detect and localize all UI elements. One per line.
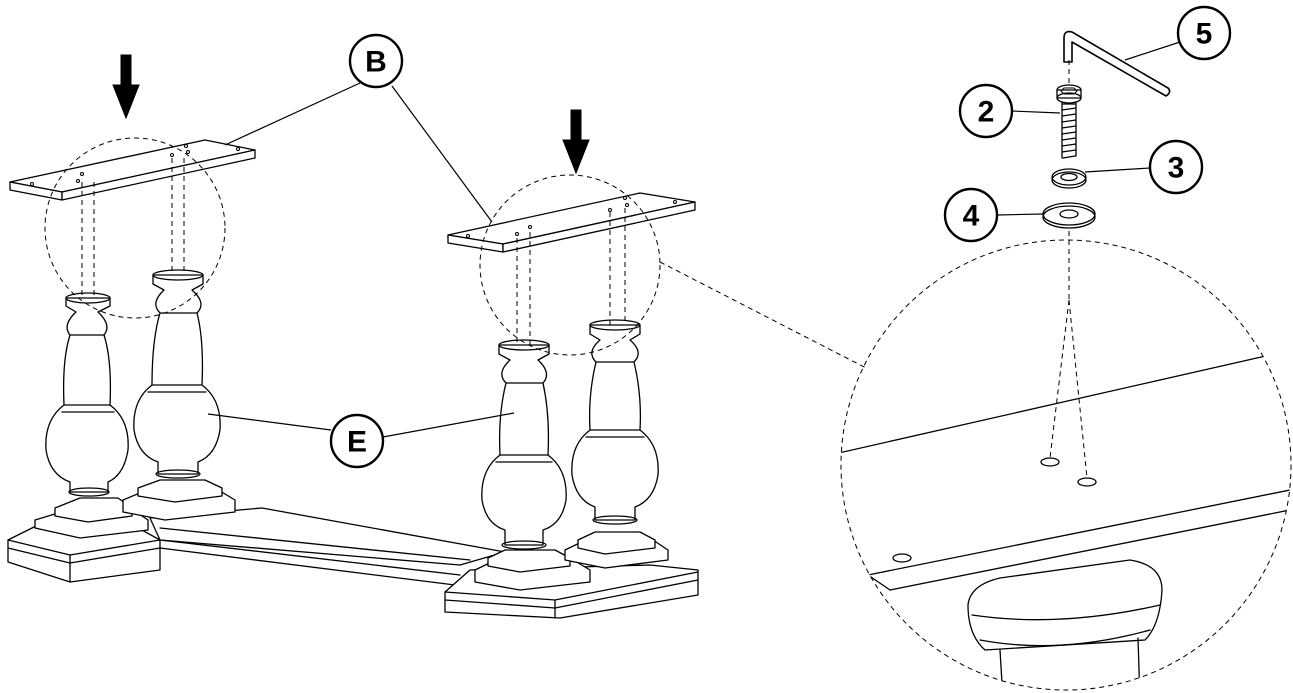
callout-b: B [224, 33, 493, 223]
down-arrow-icon [562, 109, 590, 175]
callout-3: 3 [1084, 139, 1204, 195]
callout-5: 5 [1124, 5, 1232, 61]
callout-3-label: 3 [1168, 152, 1185, 185]
callout-b-label: B [365, 46, 387, 79]
hex-key-icon [1063, 30, 1171, 97]
leg-e-left-front [45, 292, 129, 497]
callout-4-label: 4 [963, 200, 980, 233]
leg-e-left-back [133, 269, 221, 479]
leg-e-right-front [481, 339, 567, 550]
zoom-detail [840, 239, 1292, 691]
lock-washer-icon [1051, 168, 1087, 189]
callout-5-label: 5 [1196, 18, 1213, 51]
right-foot [444, 531, 699, 619]
hardware-guides [1049, 60, 1088, 479]
table-base [7, 479, 699, 619]
bolt-icon [1056, 84, 1082, 159]
flat-washer-icon [1042, 202, 1096, 229]
base-stretcher [149, 507, 506, 586]
plate-b-right [447, 192, 696, 253]
callout-e-label: E [347, 426, 367, 459]
down-arrow-icon [112, 54, 140, 120]
callout-e: E [207, 412, 515, 469]
alignment-guides [44, 137, 867, 369]
leg-e-right-back [571, 319, 659, 525]
callout-2-label: 2 [978, 96, 995, 129]
left-foot [7, 479, 236, 583]
callout-4: 4 [943, 187, 1044, 243]
callout-2: 2 [958, 83, 1061, 139]
plate-b-left [9, 139, 256, 201]
